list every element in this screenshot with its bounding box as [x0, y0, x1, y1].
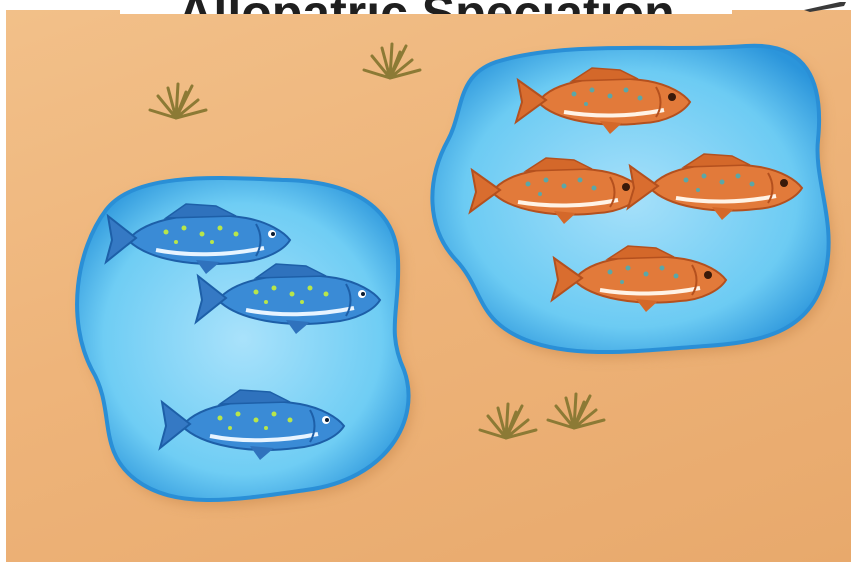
diagram-title: Allopatric Speciation	[177, 0, 674, 14]
title-banner: Allopatric Speciation	[120, 0, 732, 14]
sandy-ground	[6, 10, 851, 562]
grass-tuft	[364, 44, 420, 78]
grass-tuft	[150, 84, 206, 118]
arrow-icon	[800, 0, 850, 12]
scene-illustration	[6, 10, 851, 562]
grass-tuft	[480, 404, 536, 438]
grass-tuft	[548, 394, 604, 428]
